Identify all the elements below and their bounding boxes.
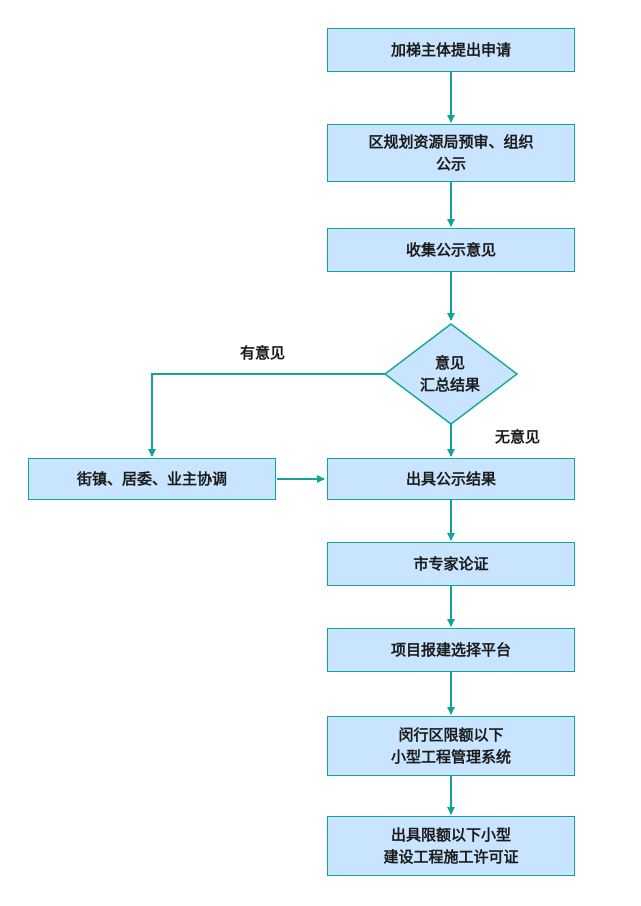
edge-label-has-opinion: 有意见 — [240, 344, 286, 362]
step-prereview-label-line2: 公示 — [435, 155, 466, 173]
step-result: 出具公示结果 — [327, 458, 575, 500]
arrow-decision-to-coordinate — [148, 373, 385, 457]
step-prereview: 区规划资源局预审、组织 公示 — [327, 124, 575, 182]
decision-diamond — [383, 323, 519, 425]
step-coordinate: 街镇、居委、业主协调 — [28, 458, 276, 500]
decision-label: 意见 汇总结果 — [405, 350, 495, 398]
step-apply-label: 加梯主体提出申请 — [390, 41, 511, 59]
step-expert: 市专家论证 — [327, 542, 575, 586]
decision-label-line1: 意见 — [434, 354, 465, 372]
step-result-label: 出具公示结果 — [405, 470, 496, 488]
edge-label-no-opinion: 无意见 — [495, 428, 541, 446]
step-prereview-label-line1: 区规划资源局预审、组织 — [368, 133, 534, 151]
step-expert-label: 市专家论证 — [413, 555, 489, 573]
step-apply: 加梯主体提出申请 — [327, 28, 575, 72]
step-collect-label: 收集公示意见 — [405, 241, 496, 259]
step-system-label-line2: 小型工程管理系统 — [390, 748, 511, 766]
step-platform-label: 项目报建选择平台 — [390, 641, 511, 659]
step-system-label-line1: 闵行区限额以下 — [398, 726, 504, 744]
step-coordinate-label: 街镇、居委、业主协调 — [76, 470, 227, 488]
step-permit-label-line2: 建设工程施工许可证 — [383, 848, 519, 866]
step-collect: 收集公示意见 — [327, 228, 575, 272]
step-platform: 项目报建选择平台 — [327, 628, 575, 672]
step-system: 闵行区限额以下 小型工程管理系统 — [327, 716, 575, 776]
step-permit-label-line1: 出具限额以下小型 — [390, 826, 511, 844]
step-permit: 出具限额以下小型 建设工程施工许可证 — [327, 816, 575, 876]
decision-label-line2: 汇总结果 — [419, 376, 480, 394]
